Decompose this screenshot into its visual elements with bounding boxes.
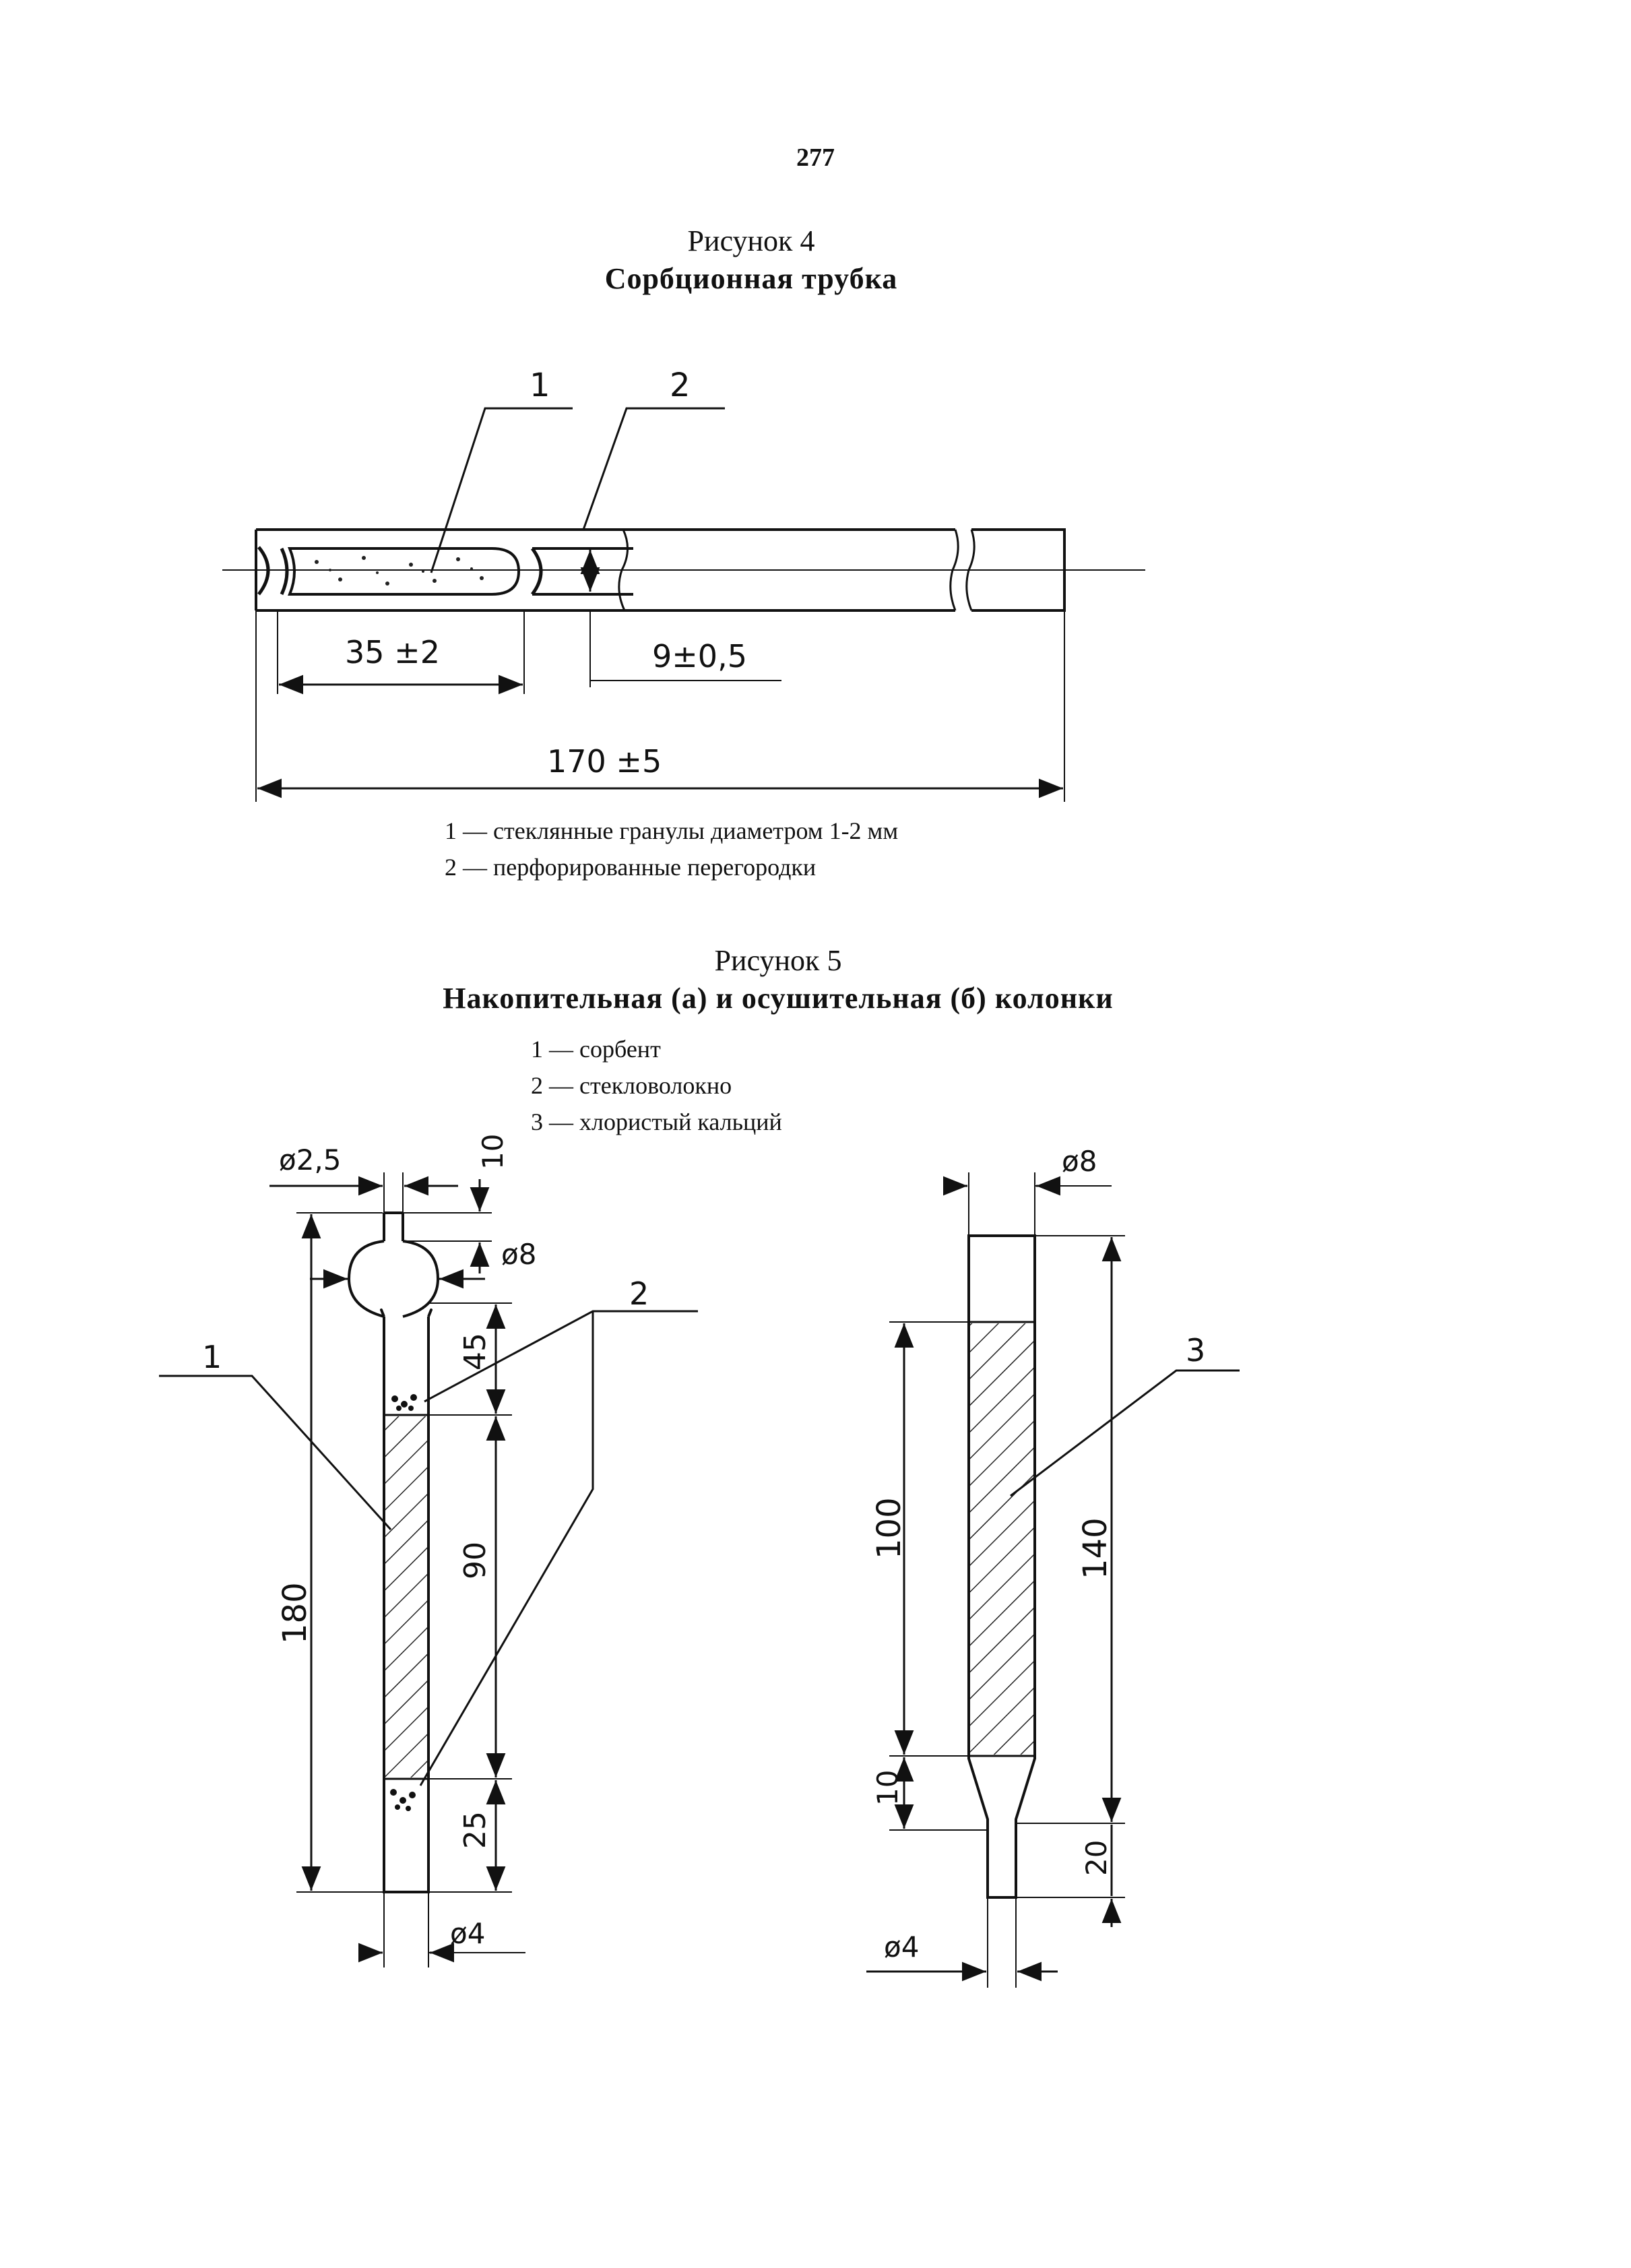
dim-b-body-length: 140	[1077, 1517, 1114, 1579]
callout-2: 2	[670, 367, 691, 404]
dim-a-bottom-diameter: ø4	[450, 1917, 485, 1950]
dim-a-seg3: 25	[458, 1811, 492, 1849]
figure5-title: Накопительная (а) и осушительная (б) кол…	[443, 982, 1114, 1015]
column-b	[866, 1172, 1240, 1988]
legend-item: 2 — стекловолокно	[531, 1072, 732, 1099]
callout-b-3: 3	[1186, 1332, 1205, 1368]
dim-granules-length: 35 ±2	[345, 634, 440, 670]
dim-b-tip-diameter: ø4	[884, 1930, 919, 1963]
dim-b-gap-length: 10	[871, 1770, 904, 1806]
column-a	[159, 1172, 698, 1967]
figure5-legend: 1 — сорбент 2 — стекловолокно 3 — хлорис…	[531, 1031, 782, 1140]
callout-a-2: 2	[629, 1275, 649, 1312]
dim-a-seg1: 45	[458, 1333, 492, 1371]
callout-a-1: 1	[202, 1339, 222, 1375]
dim-b-tip-length: 20	[1080, 1840, 1113, 1876]
dim-inner-diameter: 9±0,5	[652, 638, 747, 674]
figure4-caption: Рисунок 4 Сорбционная трубка	[0, 222, 1502, 298]
dim-b-top-diameter: ø8	[1062, 1145, 1097, 1178]
tube-outline	[256, 528, 1066, 612]
callout-1: 1	[530, 367, 550, 404]
figure5-caption: Рисунок 5 Накопительная (а) и осушительн…	[27, 942, 1529, 1017]
legend-item: 2 — перфорированные перегородки	[445, 854, 817, 881]
dim-a-top-length: 10	[476, 1134, 509, 1170]
figure4-legend: 1 — стеклянные гранулы диаметром 1-2 мм …	[445, 813, 898, 885]
legend-item: 3 — хлористый кальций	[531, 1108, 782, 1135]
figure5-number: Рисунок 5	[714, 944, 842, 977]
dim-total-length: 170 ±5	[547, 743, 662, 780]
dim-a-top-diameter: ø2,5	[279, 1143, 342, 1176]
page-number: 277	[796, 144, 835, 172]
dim-b-fill-length: 100	[870, 1497, 908, 1559]
dim-a-total: 180	[276, 1582, 314, 1644]
figure4-title: Сорбционная трубка	[604, 262, 898, 295]
legend-item: 1 — сорбент	[531, 1036, 661, 1063]
dim-a-bulb-diameter: ø8	[501, 1238, 536, 1271]
legend-item: 1 — стеклянные гранулы диаметром 1-2 мм	[445, 817, 899, 844]
figure4-number: Рисунок 4	[687, 224, 815, 257]
granules-capsule	[288, 547, 521, 596]
dim-a-seg2: 90	[458, 1542, 492, 1579]
